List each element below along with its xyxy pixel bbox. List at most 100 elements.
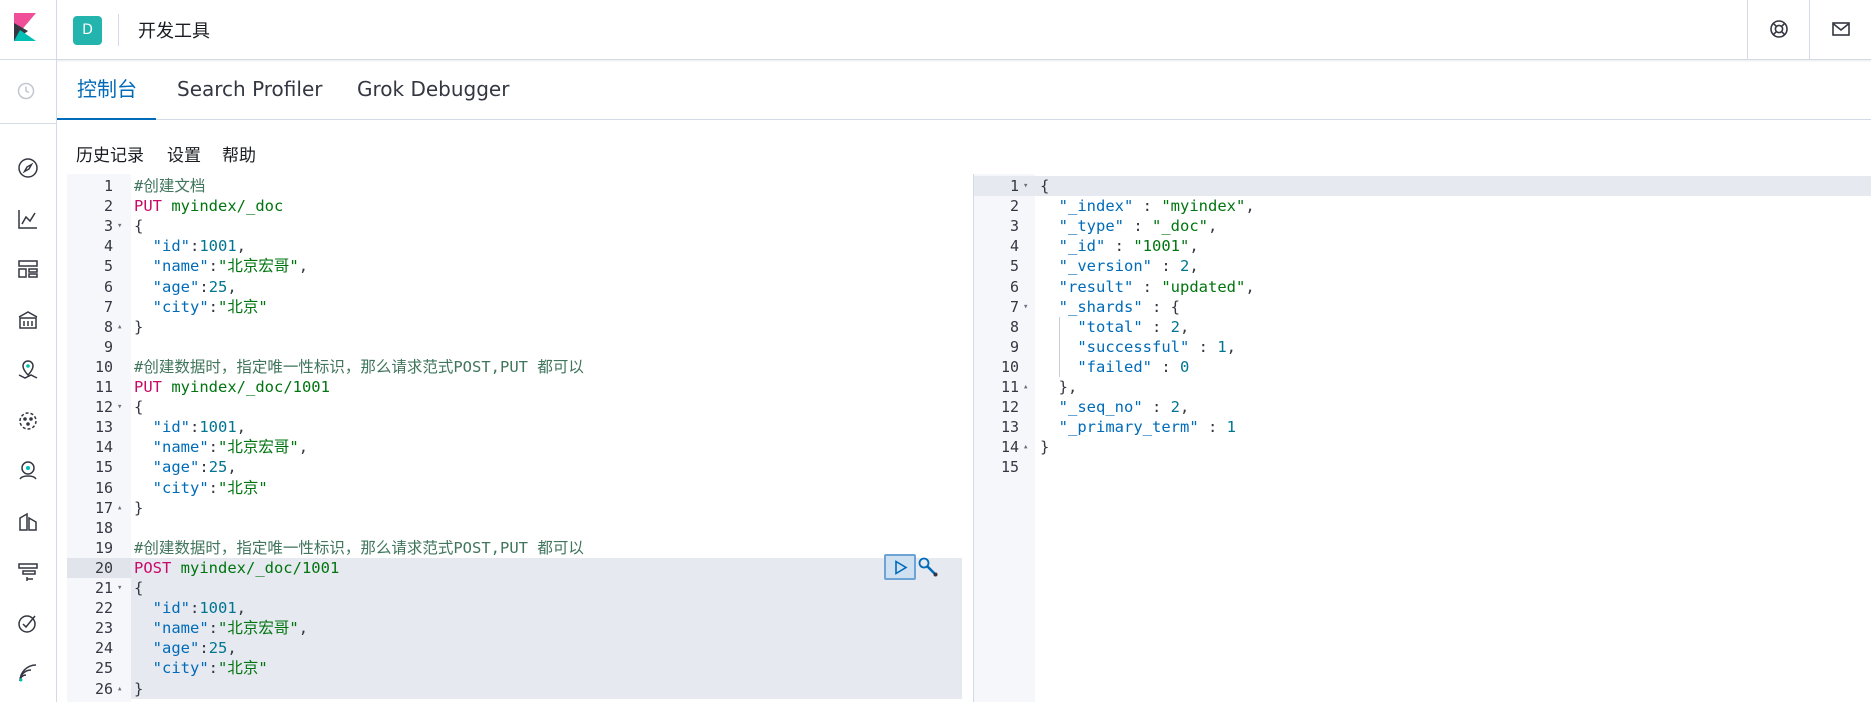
help-icon	[1770, 20, 1788, 38]
request-line: 13 "id":1001,	[67, 417, 962, 437]
nav-item-discover[interactable]	[16, 156, 40, 180]
history-link[interactable]: 历史记录	[76, 146, 144, 166]
line-number: 14	[1000, 438, 1019, 457]
request-line: 1#创建文档	[67, 176, 962, 196]
code-token: "name"	[152, 257, 209, 276]
code-token: {	[134, 579, 144, 597]
line-number: 5	[1009, 257, 1019, 276]
nav-item-maps[interactable]	[16, 358, 40, 382]
nav-item-ml[interactable]	[16, 409, 40, 433]
logs-icon	[19, 512, 37, 531]
line-number: 3	[1009, 217, 1019, 236]
code-token: #创建文档	[134, 177, 206, 195]
code-token: "total"	[1077, 317, 1143, 336]
nav-item-logs[interactable]	[16, 510, 40, 534]
code-token: {	[134, 217, 144, 236]
nav-item-apm[interactable]	[16, 560, 40, 584]
devtools-tabs: 控制台 Search Profiler Grok Debugger	[57, 60, 1871, 120]
line-number: 8	[103, 317, 113, 336]
code-token: "id"	[152, 237, 190, 256]
code-token	[134, 298, 153, 316]
response-line: 8 "total" : 2,	[974, 317, 1871, 337]
code-token: ,	[1245, 277, 1255, 296]
tab-search-profiler[interactable]: Search Profiler	[177, 60, 322, 119]
code-text: "name":"北京宏哥",	[134, 256, 308, 276]
code-token	[134, 659, 153, 677]
code-token: "age"	[152, 639, 200, 658]
code-token: ,	[1226, 337, 1236, 356]
tab-grok-debugger[interactable]: Grok Debugger	[357, 60, 509, 119]
code-token: "_seq_no"	[1058, 398, 1143, 417]
code-token: "北京"	[218, 297, 268, 316]
editor-splitter[interactable]	[962, 174, 974, 702]
code-text: #创建文档	[134, 176, 205, 196]
line-number: 3	[103, 217, 113, 236]
nav-item-dashboard[interactable]	[16, 257, 40, 281]
code-token: :	[208, 438, 219, 457]
code-token: :	[199, 277, 209, 296]
code-token: :	[1133, 277, 1162, 296]
code-token: ,	[1208, 217, 1218, 236]
code-token: "failed"	[1077, 357, 1152, 376]
kibana-logo[interactable]	[0, 0, 57, 59]
fold-toggle-icon[interactable]: ▾	[1023, 301, 1029, 312]
code-text: }	[134, 317, 143, 337]
wrench-icon	[918, 557, 938, 577]
code-text: "id":1001,	[134, 417, 246, 437]
code-token: "successful"	[1077, 337, 1190, 356]
fold-toggle-icon[interactable]: ▾	[1023, 181, 1029, 191]
code-token: "_version"	[1058, 257, 1152, 276]
code-token: :	[208, 297, 219, 316]
response-line: 7▾ "_shards" : {	[974, 297, 1871, 317]
code-token: "北京宏哥"	[218, 619, 299, 638]
newsfeed-button[interactable]	[1809, 0, 1871, 59]
tab-console[interactable]: 控制台	[57, 60, 156, 120]
response-editor[interactable]: 1▾{2 "_index" : "myindex",3 "_type" : "_…	[974, 174, 1871, 702]
fold-toggle-icon[interactable]: ▴	[1023, 442, 1029, 453]
code-text: },	[1040, 377, 1078, 397]
clock-icon	[17, 82, 35, 100]
code-token	[134, 237, 153, 255]
help-link[interactable]: 帮助	[222, 146, 256, 166]
line-number: 6	[1009, 277, 1019, 296]
nav-item-canvas[interactable]	[16, 308, 40, 332]
settings-link[interactable]: 设置	[167, 146, 201, 166]
code-token: ,	[1180, 398, 1190, 417]
fold-toggle-icon[interactable]: ▴	[117, 502, 123, 513]
line-number: 5	[103, 257, 113, 276]
line-number: 2	[1009, 197, 1019, 216]
request-actions-button[interactable]	[917, 556, 939, 578]
help-button[interactable]	[1747, 0, 1809, 59]
nav-item-siem[interactable]	[16, 661, 40, 685]
code-text: "city":"北京"	[134, 297, 268, 317]
fold-toggle-icon[interactable]: ▴	[117, 321, 123, 332]
fold-toggle-icon[interactable]: ▴	[117, 683, 123, 694]
code-text: "city":"北京"	[134, 478, 268, 498]
code-token	[134, 458, 153, 476]
code-text: "successful" : 1,	[1040, 337, 1236, 357]
code-token	[1040, 398, 1059, 416]
code-token: :	[1105, 237, 1134, 256]
infrastructure-icon	[19, 461, 37, 480]
request-line: 26▴}	[67, 679, 962, 699]
fold-toggle-icon[interactable]: ▾	[117, 402, 123, 413]
space-avatar[interactable]: D	[73, 16, 102, 45]
line-number: 19	[94, 538, 113, 557]
line-number: 6	[103, 277, 113, 296]
response-line: 12 "_seq_no" : 2,	[974, 397, 1871, 417]
send-request-button[interactable]	[884, 554, 916, 580]
header-divider	[118, 14, 119, 46]
code-token: }	[134, 498, 144, 517]
nav-item-visualize[interactable]	[16, 207, 40, 231]
code-token: 2	[1170, 317, 1180, 336]
nav-item-uptime[interactable]	[16, 611, 40, 635]
nav-recently-viewed[interactable]	[0, 60, 56, 124]
nav-item-infrastructure[interactable]	[16, 459, 40, 483]
code-token: :	[1198, 418, 1227, 437]
code-token: :	[1142, 317, 1171, 336]
fold-toggle-icon[interactable]: ▾	[117, 221, 123, 232]
fold-toggle-icon[interactable]: ▾	[117, 583, 123, 593]
code-token: "age"	[152, 458, 200, 477]
fold-toggle-icon[interactable]: ▴	[1023, 382, 1029, 392]
